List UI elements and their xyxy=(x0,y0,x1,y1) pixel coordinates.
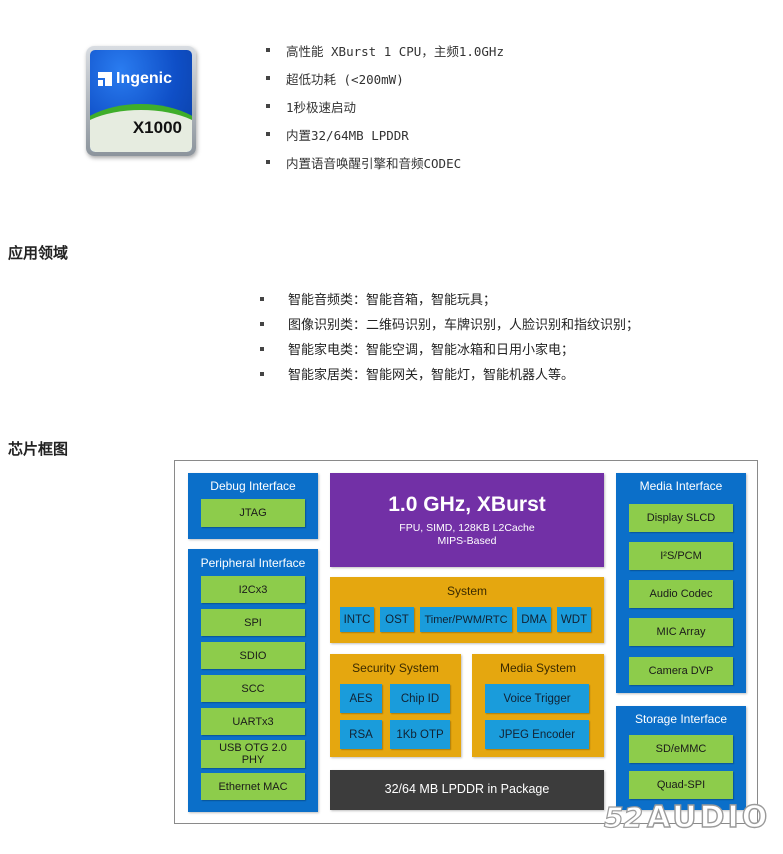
debug-interface-title: Debug Interface xyxy=(210,479,296,493)
media-system-block: Media System Voice Trigger JPEG Encoder xyxy=(472,654,604,757)
display-slcd-item: Display SLCD xyxy=(629,504,733,532)
watermark-number: 52 xyxy=(603,800,643,834)
intc-item: INTC xyxy=(340,607,374,632)
bullet-icon xyxy=(266,160,270,164)
bullet-icon xyxy=(260,296,264,301)
system-title: System xyxy=(446,584,487,598)
system-block: System INTC OST Timer/PWM/RTC DMA WDT xyxy=(330,577,604,643)
usb-otg-item: USB OTG 2.0 PHY xyxy=(201,740,305,768)
uart-item: UARTx3 xyxy=(201,708,305,735)
applications-heading: 应用领域 xyxy=(8,244,69,262)
scc-item: SCC xyxy=(201,675,305,702)
media-interface-block: Media Interface Display SLCD I²S/PCM Aud… xyxy=(616,473,746,693)
dma-item: DMA xyxy=(517,607,551,632)
chip-wave-decoration xyxy=(90,104,192,152)
security-system-block: Security System AES Chip ID RSA 1Kb OTP xyxy=(330,654,461,757)
debug-interface-block: Debug Interface JTAG xyxy=(188,473,318,539)
cpu-architecture: MIPS-Based xyxy=(437,535,497,547)
ost-item: OST xyxy=(380,607,414,632)
applications-list: 智能音频类：智能音箱，智能玩具； 图像识别类：二维码识别，车牌识别，人脸识别和指… xyxy=(260,286,639,386)
chip-model-label: X1000 xyxy=(132,118,182,137)
storage-interface-title: Storage Interface xyxy=(634,712,728,726)
sdio-item: SDIO xyxy=(201,642,305,669)
media-interface-title: Media Interface xyxy=(639,479,723,493)
mic-array-item: MIC Array xyxy=(629,618,733,646)
bullet-icon xyxy=(266,104,270,108)
i2s-pcm-item: I²S/PCM xyxy=(629,542,733,570)
wdt-item: WDT xyxy=(557,607,591,632)
sd-emmc-item: SD/eMMC xyxy=(629,735,733,763)
chip-brand-label: Ingenic xyxy=(116,70,173,87)
application-item: 智能家电类：智能空调，智能冰箱和日用小家电； xyxy=(260,336,639,361)
bullet-icon xyxy=(266,76,270,80)
feature-item: 高性能 XBurst 1 CPU，主频1.0GHz xyxy=(266,36,504,64)
x1000-chip-logo: Ingenic X1000 xyxy=(86,46,196,156)
peripheral-interface-title: Peripheral Interface xyxy=(200,556,306,570)
media-system-title: Media System xyxy=(499,661,577,675)
bullet-icon xyxy=(260,371,264,376)
cpu-features: FPU, SIMD, 128KB L2Cache xyxy=(399,522,535,534)
application-item: 智能音频类：智能音箱，智能玩具； xyxy=(260,286,639,311)
feature-item: 1秒极速启动 xyxy=(266,92,504,120)
i2c-item: I2Cx3 xyxy=(201,576,305,603)
cpu-title: 1.0 GHz, XBurst xyxy=(388,493,546,516)
timer-pwm-rtc-item: Timer/PWM/RTC xyxy=(420,607,512,632)
bullet-icon xyxy=(260,321,264,326)
52audio-watermark: 52 AUDIO xyxy=(603,799,771,835)
feature-list: 高性能 XBurst 1 CPU，主频1.0GHz 超低功耗 (<200mW) … xyxy=(266,36,504,176)
feature-item: 超低功耗 (<200mW) xyxy=(266,64,504,92)
peripheral-interface-block: Peripheral Interface I2Cx3 SPI SDIO SCC … xyxy=(188,549,318,812)
application-item: 图像识别类：二维码识别，车牌识别，人脸识别和指纹识别； xyxy=(260,311,639,336)
aes-item: AES xyxy=(340,684,382,713)
chip-id-item: Chip ID xyxy=(390,684,450,713)
feature-item: 内置32/64MB LPDDR xyxy=(266,120,504,148)
rsa-item: RSA xyxy=(340,720,382,749)
otp-item: 1Kb OTP xyxy=(390,720,450,749)
lpddr-memory-block: 32/64 MB LPDDR in Package xyxy=(330,770,604,810)
audio-codec-item: Audio Codec xyxy=(629,580,733,608)
cpu-block: 1.0 GHz, XBurst FPU, SIMD, 128KB L2Cache… xyxy=(330,473,604,567)
bullet-icon xyxy=(266,132,270,136)
ingenic-brand: Ingenic xyxy=(98,70,172,88)
feature-item: 内置语音唤醒引擎和音频CODEC xyxy=(266,148,504,176)
ethernet-mac-item: Ethernet MAC xyxy=(201,773,305,800)
bullet-icon xyxy=(260,346,264,351)
diagram-heading: 芯片框图 xyxy=(8,440,69,458)
jtag-item: JTAG xyxy=(201,499,305,527)
voice-trigger-item: Voice Trigger xyxy=(485,684,589,713)
chip-block-diagram: Debug Interface JTAG Peripheral Interfac… xyxy=(174,460,758,824)
bullet-icon xyxy=(266,48,270,52)
lpddr-memory-label: 32/64 MB LPDDR in Package xyxy=(384,782,550,796)
camera-dvp-item: Camera DVP xyxy=(629,657,733,685)
storage-interface-block: Storage Interface SD/eMMC Quad-SPI xyxy=(616,706,746,810)
security-system-title: Security System xyxy=(352,661,439,675)
application-item: 智能家居类：智能网关，智能灯，智能机器人等。 xyxy=(260,361,639,386)
spi-item: SPI xyxy=(201,609,305,636)
jpeg-encoder-item: JPEG Encoder xyxy=(485,720,589,749)
quad-spi-item: Quad-SPI xyxy=(629,771,733,799)
ingenic-logo-icon xyxy=(98,72,112,86)
watermark-text: AUDIO xyxy=(646,799,771,835)
